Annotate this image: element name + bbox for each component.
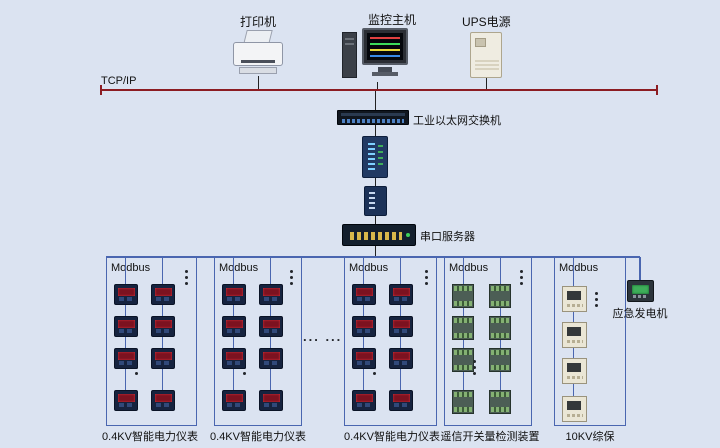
group-4-caption: 遥信开关量检测装置 [440,431,540,443]
modbus-group-3: Modbus [344,257,437,426]
power-meter-icon [352,284,376,305]
ups-panel [475,38,486,47]
io-module-icon [452,348,474,372]
tcpip-label: TCP/IP [101,75,137,87]
power-meter-icon [114,390,138,411]
power-meter-icon [222,348,246,369]
protection-device-icon [562,396,587,422]
protection-device-icon [562,358,587,384]
media-converter-icon [362,136,388,178]
vertical-ellipsis-icon [185,270,188,273]
generator-drop-line [639,257,641,281]
io-module-icon [489,316,511,340]
monitor-stand [378,67,392,72]
pc-tower [342,32,357,78]
modbus-label: Modbus [349,262,389,274]
power-meter-icon [352,316,376,337]
power-meter-icon [151,316,175,337]
power-meter-icon [259,316,283,337]
modbus-group-2: Modbus [214,257,302,426]
protection-device-icon [562,322,587,348]
io-module-icon [452,284,474,308]
monitor-base [372,72,398,76]
printer-drop-line [258,76,259,90]
power-meter-icon [114,348,138,369]
power-meter-icon [259,348,283,369]
modbus-label: Modbus [449,262,489,274]
power-meter-icon [222,390,246,411]
power-meter-icon [151,348,175,369]
generator-label: 应急发电机 [612,308,668,320]
serial-server-label: 串口服务器 [420,231,475,243]
group-5-caption: 10KV综保 [565,431,615,443]
modbus-label: Modbus [559,262,599,274]
power-meter-icon [389,316,413,337]
modbus-label: Modbus [111,262,151,274]
printer-icon [233,30,283,76]
power-meter-icon [151,390,175,411]
power-meter-icon [389,390,413,411]
group-1-caption: 0.4KV智能电力仪表 [102,431,198,443]
modbus-label: Modbus [219,262,259,274]
ethernet-switch-label: 工业以太网交换机 [413,115,501,127]
power-meter-icon [151,284,175,305]
ups-drop-line [486,78,487,90]
group-2-caption: 0.4KV智能电力仪表 [210,431,306,443]
power-meter-icon [222,316,246,337]
modbus-group-4: Modbus [444,257,532,426]
protection-device-icon [562,286,587,312]
protocol-converter-icon [364,186,387,216]
io-module-icon [489,284,511,308]
io-module-icon [489,390,511,414]
horizontal-ellipsis: ... ... [303,329,343,344]
industrial-ethernet-switch-icon [337,110,409,125]
serial-server-icon [342,224,416,246]
power-meter-icon [389,284,413,305]
vertical-ellipsis-icon [473,360,476,363]
monitor-label: 监控主机 [368,13,417,27]
monitor-screen [367,33,403,60]
vertical-ellipsis-icon [520,270,523,273]
monitor-host-icon [342,26,412,82]
power-meter-icon [114,284,138,305]
printer-output-tray [239,67,277,74]
modbus-group-5: Modbus [554,257,626,426]
group-3-caption: 0.4KV智能电力仪表 [344,431,440,443]
power-meter-icon [259,284,283,305]
vertical-ellipsis-icon [290,270,293,273]
vertical-ellipsis-icon [595,292,598,295]
printer-slot [241,60,275,63]
ups-vents [475,60,499,72]
power-meter-icon [352,348,376,369]
io-module-icon [452,316,474,340]
tcpip-bus-left-cap [100,85,102,95]
io-module-icon [452,390,474,414]
vertical-ellipsis-icon [425,270,428,273]
generator-controller-icon [627,280,654,302]
power-meter-icon [389,348,413,369]
modbus-group-1: Modbus [106,257,197,426]
io-module-icon [489,348,511,372]
ups-label: UPS电源 [462,15,511,29]
monitor-drop-line [377,82,378,90]
power-meter-icon [352,390,376,411]
printer-label: 打印机 [240,15,277,29]
power-meter-icon [259,390,283,411]
tcpip-bus-line [100,89,658,91]
ups-icon [470,32,502,78]
power-meter-icon [222,284,246,305]
tcpip-bus-right-cap [656,85,658,95]
power-meter-icon [114,316,138,337]
